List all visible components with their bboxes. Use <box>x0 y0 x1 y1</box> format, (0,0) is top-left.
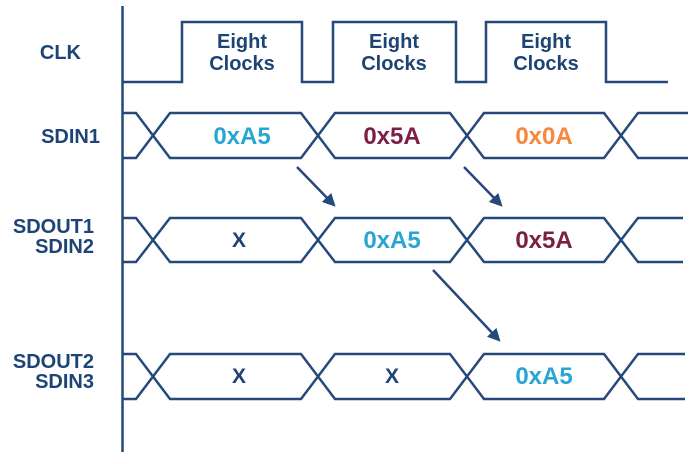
signal-label-sdin3: SDIN3 <box>35 371 94 393</box>
signal-label-sdin2: SDIN2 <box>35 236 94 258</box>
bus-waveform-sdout1-sdin2: X 0xA5 0x5A <box>122 216 683 264</box>
data-shift-arrow-3 <box>432 269 501 342</box>
bus-line <box>122 111 688 160</box>
pulse-label-line2: Clocks <box>513 53 579 75</box>
clock-pulse-label-2: Eight Clocks <box>361 31 427 75</box>
pulse-label-line2: Clocks <box>209 53 275 75</box>
clock-pulse-label-1: Eight Clocks <box>209 31 275 75</box>
clock-pulse-label-3: Eight Clocks <box>513 31 579 75</box>
bus-line <box>122 216 683 264</box>
bus-segment-value: X <box>385 365 399 388</box>
pulse-label-line1: Eight <box>217 31 267 53</box>
bus-segment-value: X <box>232 365 246 388</box>
signal-label-clk: CLK <box>40 42 82 64</box>
bus-segment-value: 0x5A <box>363 123 420 150</box>
bus-line <box>122 352 685 401</box>
data-shift-arrow-2 <box>463 166 503 207</box>
bus-segment-value: 0xA5 <box>515 363 572 390</box>
bus-segment-value: 0x5A <box>515 227 572 254</box>
signal-label-sdin1: SDIN1 <box>41 126 100 148</box>
bus-segment-value: 0xA5 <box>363 227 420 254</box>
clk-waveform <box>122 20 668 84</box>
bus-line <box>122 352 685 401</box>
pulse-label-line1: Eight <box>521 31 571 53</box>
bus-waveform-sdout2-sdin3: X X 0xA5 <box>122 352 685 401</box>
bus-segment-value: 0xA5 <box>213 123 270 150</box>
bus-waveform-sdin1: 0xA5 0x5A 0x0A <box>122 111 688 160</box>
bus-segment-value: 0x0A <box>515 123 572 150</box>
bus-segment-value: X <box>232 229 246 252</box>
data-shift-arrow-1 <box>296 166 336 207</box>
pulse-label-line1: Eight <box>369 31 419 53</box>
signal-label-sdout2: SDOUT2 <box>13 351 94 373</box>
signal-label-sdout1: SDOUT1 <box>13 216 94 238</box>
pulse-label-line2: Clocks <box>361 53 427 75</box>
